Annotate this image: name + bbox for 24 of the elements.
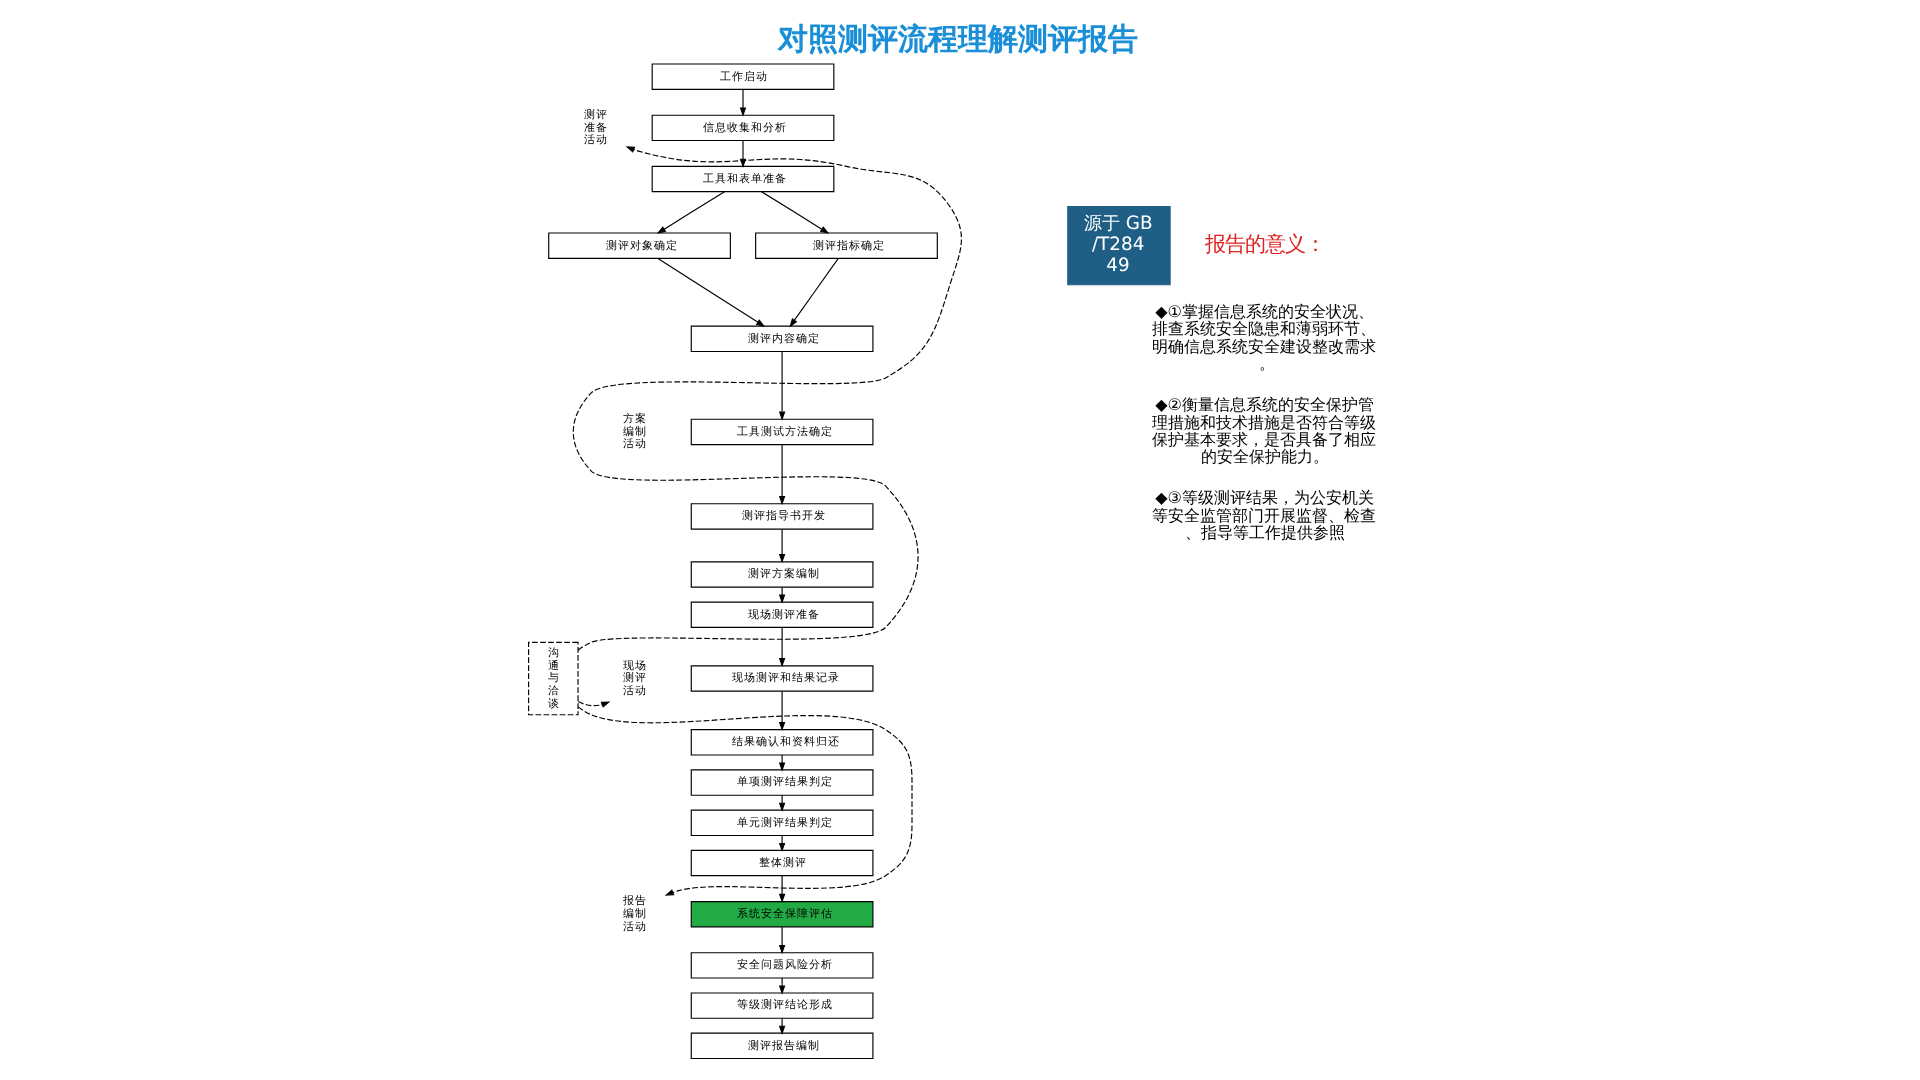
arrow [760, 191, 830, 234]
arrow [778, 444, 786, 506]
node-box: 源于 GB/T28449 [1067, 206, 1171, 286]
arrow [778, 528, 786, 564]
arrow [778, 690, 786, 732]
arrow [778, 627, 786, 668]
arrow [778, 875, 786, 904]
arrow [572, 146, 962, 651]
arrow [656, 191, 726, 234]
arrow [778, 350, 786, 421]
arrow [778, 794, 786, 812]
arrow [778, 586, 786, 604]
arrow [657, 257, 766, 327]
arrow [577, 706, 913, 896]
label: 报告的意义： [1204, 232, 1325, 257]
arrow [739, 89, 747, 117]
arrow [778, 834, 786, 853]
diagram-title: 对照测评流程理解测评报告 [778, 20, 1139, 57]
arrow [789, 257, 839, 328]
arrow [778, 926, 786, 955]
arrow [577, 700, 611, 708]
arrow [778, 754, 786, 772]
arrow [778, 1017, 786, 1035]
arrow [778, 977, 786, 995]
